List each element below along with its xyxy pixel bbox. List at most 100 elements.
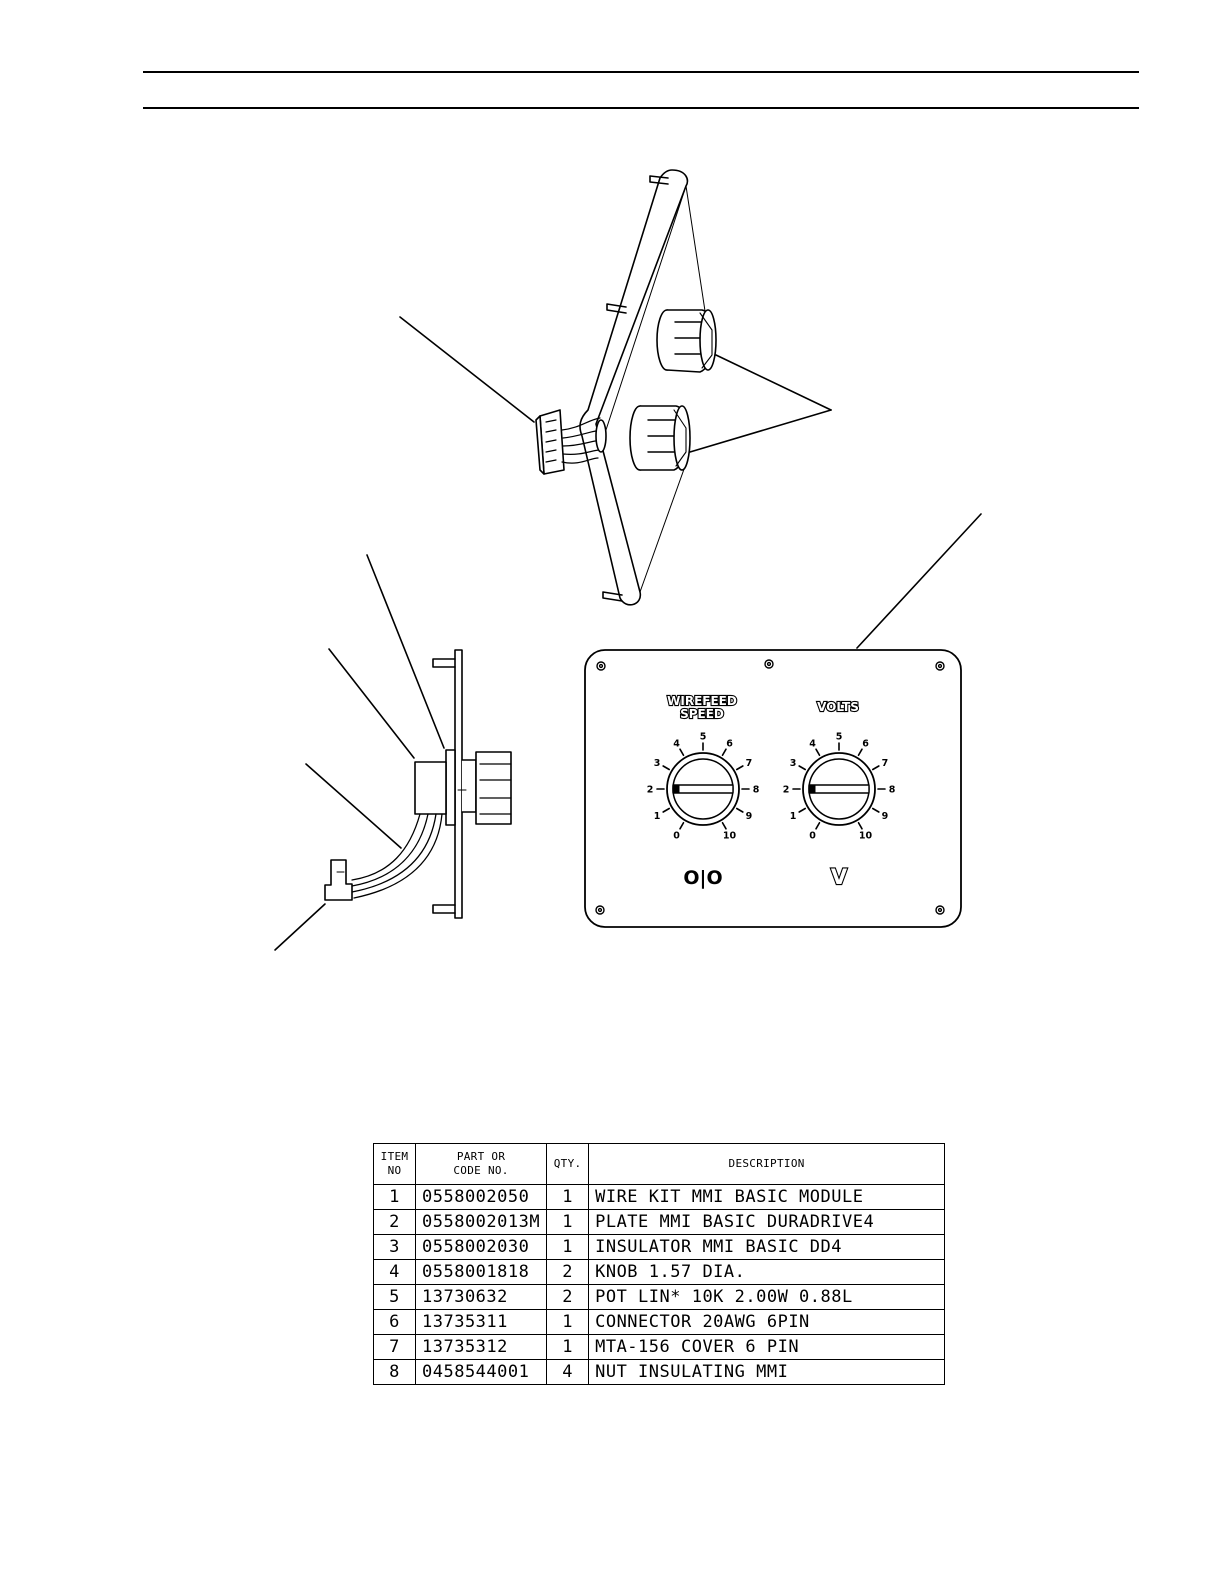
leader-panel bbox=[856, 513, 982, 649]
cell-part: 0558001818 bbox=[414, 1259, 548, 1285]
wirefeed-scale-number: 2 bbox=[647, 785, 654, 796]
cell-description: WIRE KIT MMI BASIC MODULE bbox=[588, 1184, 946, 1210]
wirefeed-scale-number: 4 bbox=[673, 739, 680, 750]
volts-pointer-tip bbox=[808, 784, 816, 794]
leader-knobs-upper bbox=[715, 354, 832, 411]
cell-description: PLATE MMI BASIC DURADRIVE4 bbox=[588, 1209, 946, 1235]
header-description: DESCRIPTION bbox=[588, 1143, 946, 1185]
cell-description: NUT INSULATING MMI bbox=[588, 1359, 946, 1385]
wirefeed-tick bbox=[662, 807, 671, 813]
wirefeed-scale-number: 8 bbox=[753, 785, 760, 796]
volts-tick bbox=[871, 765, 880, 771]
volts-tick bbox=[798, 807, 807, 813]
front-panel-plate bbox=[584, 649, 962, 928]
panel-screw-holes bbox=[595, 659, 945, 915]
volts-scale-number: 7 bbox=[882, 758, 889, 769]
leader-side-connector bbox=[274, 903, 326, 951]
wirefeed-tick bbox=[679, 821, 685, 830]
cell-part: 0558002030 bbox=[414, 1234, 548, 1260]
volts-tick bbox=[857, 748, 863, 757]
volts-tick bbox=[798, 765, 807, 771]
cell-qty: 1 bbox=[546, 1184, 590, 1210]
cell-description: MTA-156 COVER 6 PIN bbox=[588, 1334, 946, 1360]
wirefeed-scale-number: 9 bbox=[746, 811, 753, 822]
header-rule-bottom bbox=[143, 107, 1139, 109]
volts-scale-number: 4 bbox=[809, 739, 816, 750]
wirefeed-scale-number: 7 bbox=[746, 758, 753, 769]
volts-scale-number: 6 bbox=[862, 739, 869, 750]
volts-scale-number: 3 bbox=[790, 758, 797, 769]
isometric-plate bbox=[579, 169, 689, 606]
isometric-knob-lower bbox=[629, 405, 691, 471]
isometric-connector bbox=[535, 409, 607, 475]
cell-qty: 1 bbox=[546, 1309, 590, 1335]
volts-tick bbox=[815, 748, 821, 757]
leader-insulator bbox=[328, 648, 415, 759]
volts-scale-number: 1 bbox=[790, 811, 797, 822]
volts-scale-number: 10 bbox=[859, 830, 873, 841]
cell-item: 5 bbox=[373, 1284, 416, 1310]
volts-scale-number: 2 bbox=[783, 785, 790, 796]
cell-description: POT LIN* 10K 2.00W 0.88L bbox=[588, 1284, 946, 1310]
volts-symbol: V bbox=[831, 865, 848, 889]
cell-description: INSULATOR MMI BASIC DD4 bbox=[588, 1234, 946, 1260]
cell-item: 8 bbox=[373, 1359, 416, 1385]
wirefeed-scale-number: 1 bbox=[654, 811, 661, 822]
side-insulator bbox=[445, 749, 456, 826]
cell-part: 0458544001 bbox=[414, 1359, 548, 1385]
cell-qty: 2 bbox=[546, 1284, 590, 1310]
volts-scale-number: 0 bbox=[809, 830, 816, 841]
wirefeed-tick bbox=[721, 748, 727, 757]
cell-part: 0558002050 bbox=[414, 1184, 548, 1210]
leader-wires bbox=[305, 763, 402, 849]
cell-description: KNOB 1.57 DIA. bbox=[588, 1259, 946, 1285]
side-view-assembly bbox=[274, 554, 512, 951]
cell-qty: 4 bbox=[546, 1359, 590, 1385]
wirefeed-tick bbox=[721, 821, 727, 830]
wirefeed-scale-number: 10 bbox=[723, 830, 737, 841]
wirefeed-label-line2: SPEED bbox=[680, 707, 724, 721]
side-pot-body bbox=[414, 761, 447, 815]
volts-pointer bbox=[808, 784, 870, 794]
cell-qty: 1 bbox=[546, 1209, 590, 1235]
isometric-studs bbox=[602, 175, 669, 602]
cell-qty: 2 bbox=[546, 1259, 590, 1285]
volts-scale-number: 5 bbox=[836, 732, 843, 743]
cell-item: 3 bbox=[373, 1234, 416, 1260]
leader-pot bbox=[366, 554, 445, 749]
volts-tick bbox=[815, 821, 821, 830]
cell-part: 0558002013M bbox=[414, 1209, 548, 1235]
isometric-assembly-view bbox=[399, 169, 982, 649]
cell-item: 2 bbox=[373, 1209, 416, 1235]
wirefeed-symbol: O|O bbox=[683, 867, 722, 889]
side-connector bbox=[324, 859, 353, 901]
wirefeed-tick bbox=[735, 765, 744, 771]
wirefeed-pointer bbox=[672, 784, 734, 794]
wirefeed-tick bbox=[662, 765, 671, 771]
header-rule-top bbox=[143, 71, 1139, 73]
volts-scale-number: 9 bbox=[882, 811, 889, 822]
header-qty: QTY. bbox=[546, 1143, 590, 1185]
cell-part: 13730632 bbox=[414, 1284, 548, 1310]
cell-part: 13735312 bbox=[414, 1334, 548, 1360]
wirefeed-label-line1: WIREFEED bbox=[667, 694, 737, 708]
cell-item: 6 bbox=[373, 1309, 416, 1335]
wirefeed-tick bbox=[735, 807, 744, 813]
wirefeed-tick bbox=[679, 748, 685, 757]
cell-item: 7 bbox=[373, 1334, 416, 1360]
cell-qty: 1 bbox=[546, 1234, 590, 1260]
